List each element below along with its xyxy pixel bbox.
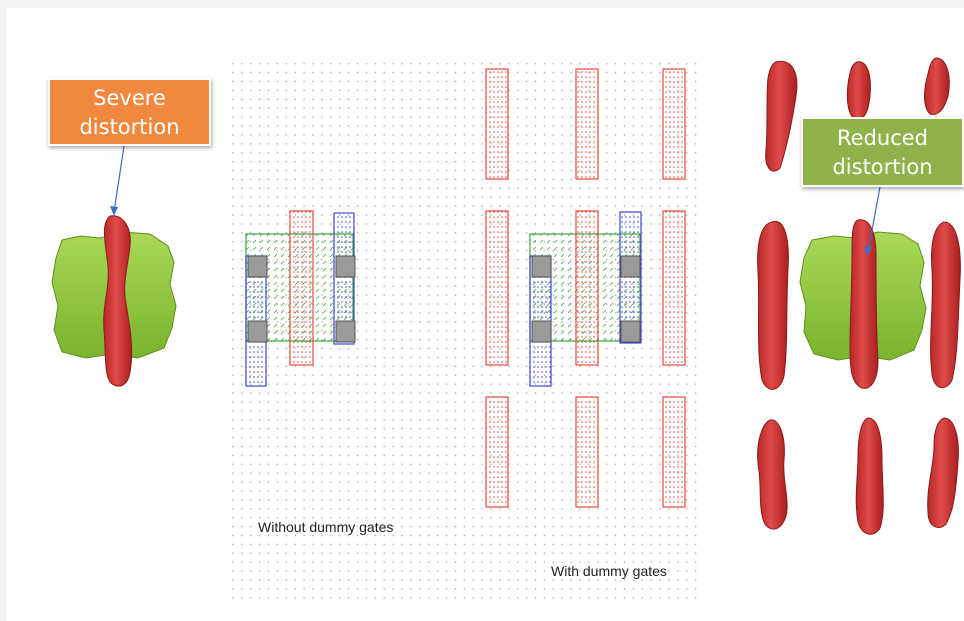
printed-image-without-dummy xyxy=(51,215,177,387)
dummy-gate xyxy=(575,396,599,508)
layout-without-dummy-gates xyxy=(245,210,356,387)
printed-image-with-dummy xyxy=(757,57,961,535)
dummy-gate-print xyxy=(924,57,950,115)
dummy-gate xyxy=(485,68,509,180)
dummy-gate-print xyxy=(855,417,884,535)
arrow-pointer-icon xyxy=(113,145,125,213)
distorted-gate xyxy=(103,215,133,387)
reduced-distortion-callout: Reduced distortion xyxy=(801,117,964,187)
callout-line: distortion xyxy=(79,115,180,139)
poly-gate-without xyxy=(289,210,314,366)
contact-square xyxy=(620,320,641,343)
label-with-dummy-gates: With dummy gates xyxy=(551,563,667,579)
dummy-gate xyxy=(485,210,509,366)
poly-gate-with xyxy=(575,210,599,366)
dummy-gate-print xyxy=(765,60,798,172)
arrow-head xyxy=(110,206,118,216)
arrow-pointer-icon xyxy=(867,186,881,253)
callout-line: Severe xyxy=(93,86,166,110)
contact-square xyxy=(620,255,641,278)
reduced-distortion-gate xyxy=(849,219,879,389)
callout-line: Reduced xyxy=(836,126,928,150)
dummy-gate xyxy=(575,68,599,180)
dummy-gate xyxy=(662,396,686,508)
contact-square xyxy=(531,255,552,278)
contact-strip-right xyxy=(333,212,355,345)
contact-square xyxy=(247,320,268,343)
dummy-gate-print xyxy=(757,419,788,530)
dummy-gate-print xyxy=(930,221,961,389)
dummy-gate-print xyxy=(757,220,789,390)
dummy-gate xyxy=(662,68,686,180)
contact-square xyxy=(335,255,356,278)
dummy-gate xyxy=(662,210,686,366)
arrow-head xyxy=(864,246,872,256)
contact-square xyxy=(247,255,268,278)
severe-distortion-callout: Severe distortion xyxy=(48,78,211,146)
layout-with-dummy-gates xyxy=(485,68,686,508)
contact-square xyxy=(335,320,356,343)
callout-line: distortion xyxy=(832,155,933,179)
label-without-dummy-gates: Without dummy gates xyxy=(258,519,394,535)
dummy-gate-print xyxy=(927,417,959,528)
dummy-gate xyxy=(485,396,509,508)
contact-square xyxy=(531,320,552,343)
dummy-gate-print xyxy=(846,61,871,121)
